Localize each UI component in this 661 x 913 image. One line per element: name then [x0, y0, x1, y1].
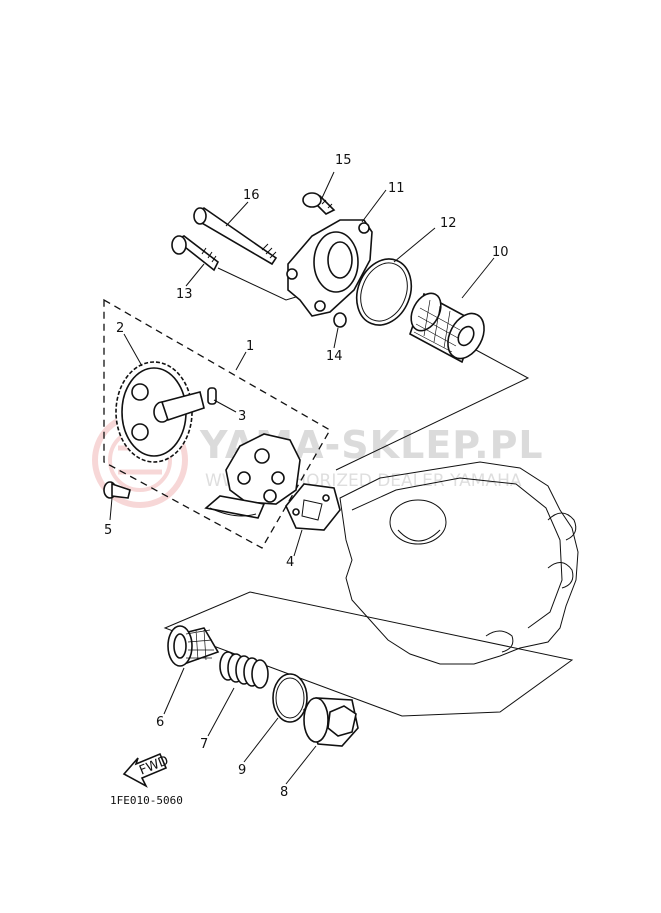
- part-15-screw: [302, 192, 336, 215]
- part-9-o-ring: [272, 673, 308, 723]
- fwd-arrow-icon: FWD: [122, 752, 171, 788]
- filter-leader-line: [335, 349, 530, 471]
- callout-10: 10: [492, 245, 509, 260]
- strainer-group-frame: [163, 591, 574, 717]
- part-13-bolt: [171, 235, 220, 272]
- callout-11: 11: [388, 181, 405, 196]
- callout-9: 9: [238, 763, 246, 778]
- part-16-long-bolt: [193, 207, 278, 266]
- part-8-drain-plug: [303, 697, 359, 747]
- callout-5: 5: [104, 523, 112, 538]
- callout-4: 4: [286, 555, 294, 570]
- part-12-o-ring: [355, 258, 413, 326]
- part-14-small-o-ring: [333, 312, 347, 328]
- callout-12: 12: [440, 216, 457, 231]
- part-7-spring: [219, 651, 269, 689]
- callout-8: 8: [280, 785, 288, 800]
- part-3-dowel-pin: [207, 387, 217, 405]
- callout-14: 14: [326, 349, 343, 364]
- callout-2: 2: [116, 321, 124, 336]
- crankcase-cover: [339, 461, 579, 665]
- callout-7: 7: [200, 737, 208, 752]
- part-11-filter-housing: [286, 219, 373, 317]
- part-4-gasket: [285, 483, 341, 531]
- part-10-oil-filter: [409, 292, 485, 364]
- callout-leaders: [109, 171, 495, 785]
- oil-pump-assembly-boundary: [103, 298, 331, 549]
- part-1-oil-pump-body: [204, 433, 301, 519]
- callout-16: 16: [243, 188, 260, 203]
- part-6-strainer: [167, 625, 220, 667]
- callout-13: 13: [176, 287, 193, 302]
- part-2-driven-gear: [115, 361, 205, 463]
- callout-3: 3: [238, 409, 246, 424]
- fwd-badge-label: FWD: [137, 753, 171, 778]
- callout-1: 1: [246, 339, 254, 354]
- callout-15: 15: [335, 153, 352, 168]
- part-5-screw: [103, 481, 131, 499]
- callout-labels: 15 11 16 12 10 13 14 1 2 3 5 4 6 7 9 8: [104, 153, 509, 800]
- callout-6: 6: [156, 715, 164, 730]
- diagram-reference-code: 1FE010-5060: [110, 794, 183, 807]
